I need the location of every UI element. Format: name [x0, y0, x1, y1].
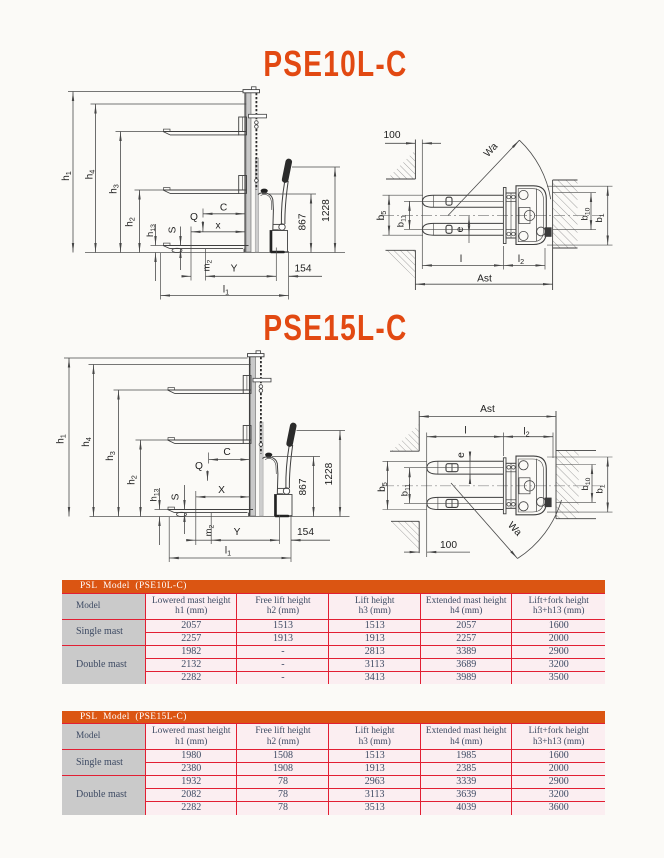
svg-text:l: l	[460, 254, 462, 265]
svg-text:h1: h1	[56, 434, 68, 444]
svg-text:Y: Y	[234, 527, 241, 538]
svg-text:867: 867	[298, 478, 309, 495]
svg-text:b1: b1	[594, 213, 606, 222]
svg-text:h2: h2	[127, 475, 139, 485]
svg-text:h3: h3	[105, 451, 117, 461]
svg-text:l2: l2	[518, 254, 524, 266]
svg-text:h3: h3	[109, 184, 121, 194]
svg-text:l1: l1	[223, 285, 229, 297]
svg-text:S: S	[171, 493, 182, 500]
svg-text:Q: Q	[195, 461, 203, 472]
svg-text:b11: b11	[400, 484, 412, 497]
svg-text:h2: h2	[125, 217, 137, 227]
svg-text:b10: b10	[580, 477, 592, 490]
svg-text:867: 867	[298, 213, 309, 230]
svg-text:m2: m2	[204, 524, 216, 536]
svg-text:Ast: Ast	[480, 404, 495, 415]
svg-text:h4: h4	[81, 437, 93, 447]
svg-text:S: S	[168, 226, 179, 233]
svg-text:e: e	[455, 226, 466, 232]
svg-text:100: 100	[440, 540, 457, 551]
svg-text:154: 154	[297, 527, 314, 538]
svg-text:e: e	[456, 452, 467, 458]
svg-text:h1: h1	[61, 171, 73, 181]
svg-text:x: x	[215, 221, 220, 232]
svg-text:100: 100	[384, 130, 401, 141]
svg-text:l1: l1	[225, 546, 231, 558]
svg-text:X: X	[218, 485, 225, 496]
svg-text:m2: m2	[202, 259, 214, 271]
svg-text:Wa: Wa	[482, 141, 500, 160]
svg-text:1228: 1228	[324, 462, 335, 485]
svg-text:l2: l2	[523, 427, 529, 439]
svg-text:h13: h13	[149, 488, 161, 501]
svg-text:b5: b5	[377, 482, 389, 492]
svg-text:154: 154	[295, 264, 312, 275]
svg-text:Ast: Ast	[477, 274, 492, 285]
svg-text:1228: 1228	[321, 199, 332, 222]
svg-text:C: C	[220, 203, 227, 214]
svg-text:l: l	[464, 426, 466, 437]
svg-text:b5: b5	[376, 211, 388, 221]
svg-text:b10: b10	[580, 207, 592, 220]
svg-text:Y: Y	[231, 264, 238, 275]
svg-text:Q: Q	[190, 212, 198, 223]
svg-text:b1: b1	[595, 484, 607, 493]
svg-text:b11: b11	[396, 215, 408, 228]
svg-text:h13: h13	[145, 224, 157, 237]
svg-text:h4: h4	[85, 170, 97, 180]
svg-text:Wa: Wa	[505, 520, 523, 539]
svg-text:C: C	[223, 447, 230, 458]
